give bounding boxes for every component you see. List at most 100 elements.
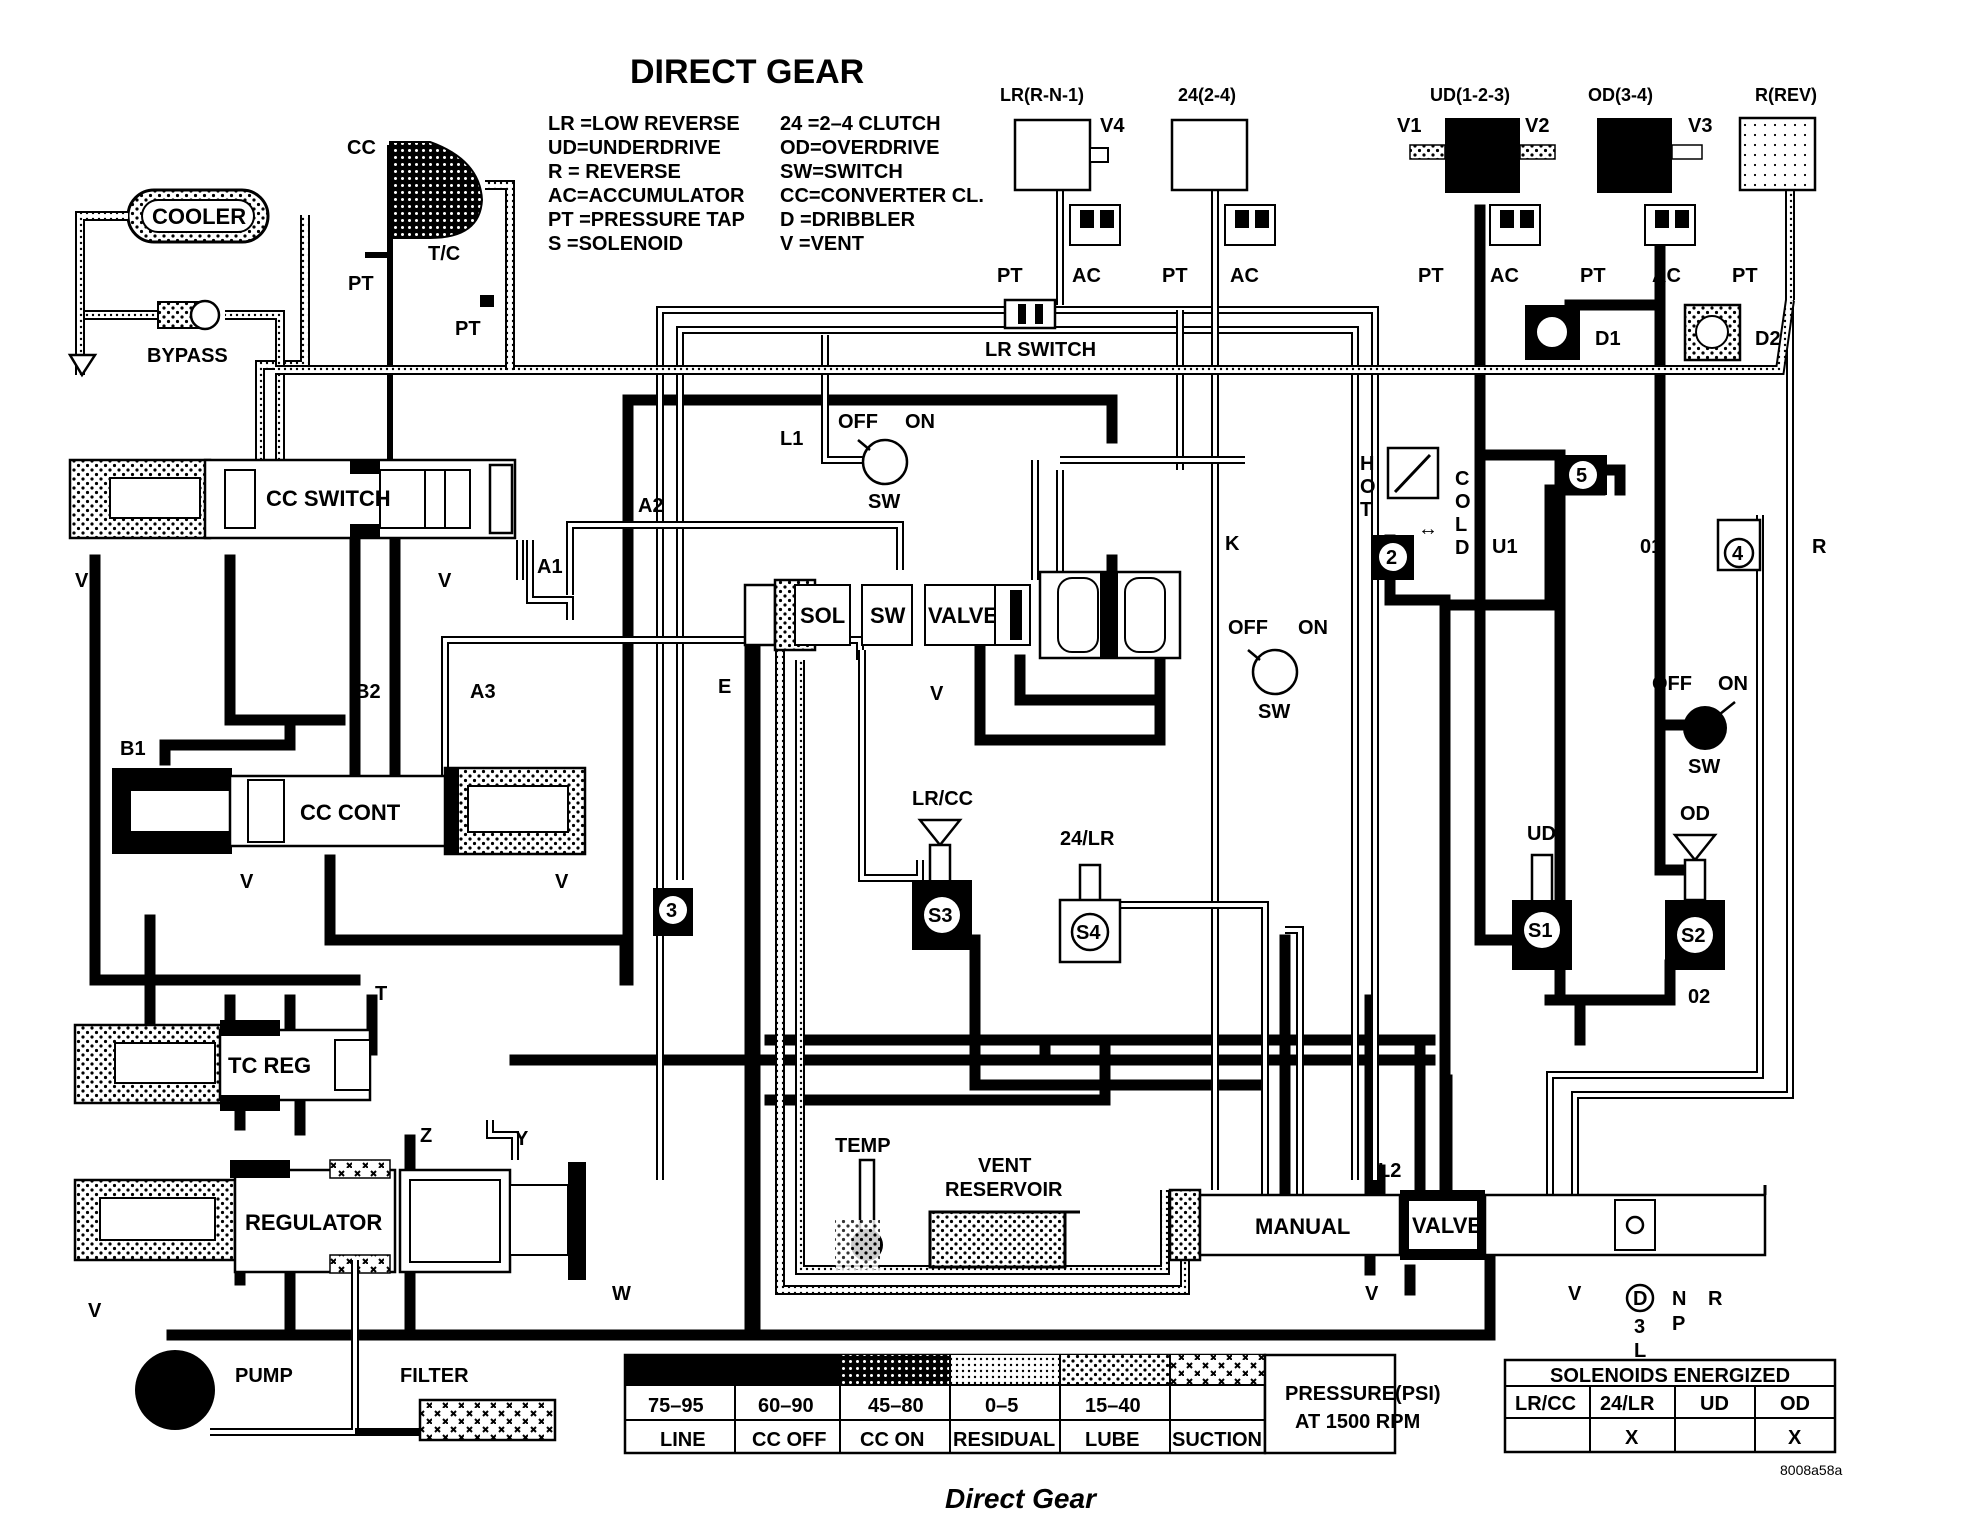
abbr-left-5: PT =PRESSURE TAP — [548, 209, 745, 231]
svg-text:O: O — [1360, 476, 1376, 498]
name-residual: RESIDUAL — [953, 1429, 1055, 1451]
sw1-label: SW — [868, 491, 900, 513]
sol-label: SOL — [800, 603, 845, 628]
cooler-drain-arrow-icon — [67, 353, 98, 378]
pt-ud-label: PT — [1418, 265, 1444, 287]
temp-label: TEMP — [835, 1135, 891, 1157]
reservoir-label: RESERVOIR — [945, 1179, 1063, 1201]
vent-label: VENT — [978, 1155, 1031, 1177]
dribblers: D1 D2 — [1525, 303, 1781, 362]
sol-header-lrcc: LR/CC — [1515, 1393, 1576, 1415]
pt-24-label: PT — [1162, 265, 1188, 287]
range-cc-on: 45–80 — [868, 1395, 924, 1417]
abbr-left-2: UD=UNDERDRIVE — [548, 137, 721, 159]
sol-header-24lr: 24/LR — [1600, 1393, 1655, 1415]
diagram-title: DIRECT GEAR — [630, 53, 864, 91]
pressure-legend: 75–95 60–90 45–80 0–5 15–40 LINE CC OFF … — [623, 1353, 1441, 1455]
rev-clutch-label: R(REV) — [1755, 85, 1817, 105]
k-label: K — [1225, 533, 1240, 555]
pressure-switch-3 — [1683, 706, 1727, 750]
a1-label: A1 — [537, 556, 563, 578]
swatch-line — [625, 1355, 735, 1385]
cooler-label: COOLER — [152, 204, 246, 229]
solenoid-table: SOLENOIDS ENERGIZED LR/CC 24/LR UD OD X … — [1503, 1358, 1837, 1454]
check-4-label: 4 — [1732, 543, 1744, 565]
abbreviation-list: LR =LOW REVERSE UD=UNDERDRIVE R = REVERS… — [548, 113, 984, 255]
d1-label: D1 — [1595, 328, 1621, 350]
vent-ccc-right: V — [555, 871, 569, 893]
pump-label: PUMP — [235, 1365, 293, 1387]
s3-label: S3 — [928, 905, 952, 927]
check-5-label: 5 — [1576, 465, 1587, 487]
gear-3-label: 3 — [1634, 1316, 1645, 1338]
sol-sw-label: SW — [870, 603, 906, 628]
t-label: T — [375, 983, 387, 1005]
pt-rev-label: PT — [1732, 265, 1758, 287]
pump-filter: PUMP FILTER — [135, 1260, 557, 1442]
abbr-left-4: AC=ACCUMULATOR — [548, 185, 745, 207]
check-2-label: 2 — [1386, 547, 1397, 569]
cc-switch-label: CC SWITCH — [266, 486, 391, 511]
figure-id: 8008a58a — [1780, 1462, 1843, 1478]
d2-label: D2 — [1755, 328, 1781, 350]
sw2-label: SW — [1258, 701, 1290, 723]
abbr-left-3: R = REVERSE — [548, 161, 681, 183]
a2-label: A2 — [638, 495, 664, 517]
v4-label: V4 — [1100, 115, 1125, 137]
pressure-switch-1 — [861, 438, 909, 486]
pt-od-label: PT — [1580, 265, 1606, 287]
s1-label: S1 — [1528, 920, 1552, 942]
abbr-left-6: S =SOLENOID — [548, 233, 683, 255]
v2-label: V2 — [1525, 115, 1549, 137]
a3-label: A3 — [470, 681, 496, 703]
tc-housing — [389, 141, 484, 239]
abbr-right-1: 24 =2–4 CLUTCH — [780, 113, 941, 135]
legend-title-2: AT 1500 RPM — [1295, 1411, 1420, 1433]
s24-lr-label: 24/LR — [1060, 828, 1115, 850]
abbr-right-5: D =DRIBBLER — [780, 209, 916, 231]
vent-ccc-left: V — [240, 871, 254, 893]
name-suction: SUCTION — [1172, 1429, 1262, 1451]
sw2-on-label: ON — [1298, 617, 1328, 639]
pt-tc2-label: PT — [455, 318, 481, 340]
vent-reg: V — [88, 1300, 102, 1322]
pressure-switch-2 — [1251, 648, 1299, 696]
sol-value-od: X — [1788, 1427, 1802, 1449]
vent-ccs-left: V — [75, 570, 89, 592]
swatch-suction — [1170, 1355, 1265, 1385]
tc-label: T/C — [428, 243, 460, 265]
gear-l-label: L — [1634, 1340, 1646, 1362]
sw3-label: SW — [1688, 756, 1720, 778]
regulator-valve: REGULATOR Z Y W V — [73, 1125, 631, 1322]
gear-d-label: D — [1633, 1288, 1647, 1310]
s4-label: S4 — [1076, 922, 1101, 944]
ac-od-label: AC — [1652, 265, 1681, 287]
cc-label: CC — [347, 137, 376, 159]
name-lube: LUBE — [1085, 1429, 1139, 1451]
sw2-off-label: OFF — [1228, 617, 1268, 639]
cooler-group: COOLER BYPASS — [67, 188, 270, 378]
vent-manual-2: V — [1568, 1283, 1582, 1305]
filter-element — [418, 1398, 557, 1442]
vent-sol-valve: V — [930, 683, 944, 705]
hot-cold-arrow-icon: ↔ — [1418, 518, 1438, 540]
od-clutch-box — [1597, 118, 1672, 193]
filter-label: FILTER — [400, 1365, 469, 1387]
abbr-right-6: V =VENT — [780, 233, 864, 255]
svg-text:C: C — [1455, 468, 1469, 490]
range-line: 75–95 — [648, 1395, 704, 1417]
ud-clutch-label: UD(1-2-3) — [1430, 85, 1510, 105]
sol-header-od: OD — [1780, 1393, 1810, 1415]
e-label: E — [718, 676, 731, 698]
range-cc-off: 60–90 — [758, 1395, 814, 1417]
name-cc-on: CC ON — [860, 1429, 924, 1451]
ud-sol-label: UD — [1527, 823, 1556, 845]
w-label: W — [612, 1283, 631, 1305]
ud-clutch-box — [1445, 118, 1520, 193]
torque-converter: CC T/C PT PT — [347, 137, 494, 340]
range-lube: 15–40 — [1085, 1395, 1141, 1417]
manual-valve-label: VALVE — [1412, 1213, 1482, 1238]
gear-p-label: P — [1672, 1313, 1685, 1335]
reservoir-tank — [928, 1210, 1067, 1269]
